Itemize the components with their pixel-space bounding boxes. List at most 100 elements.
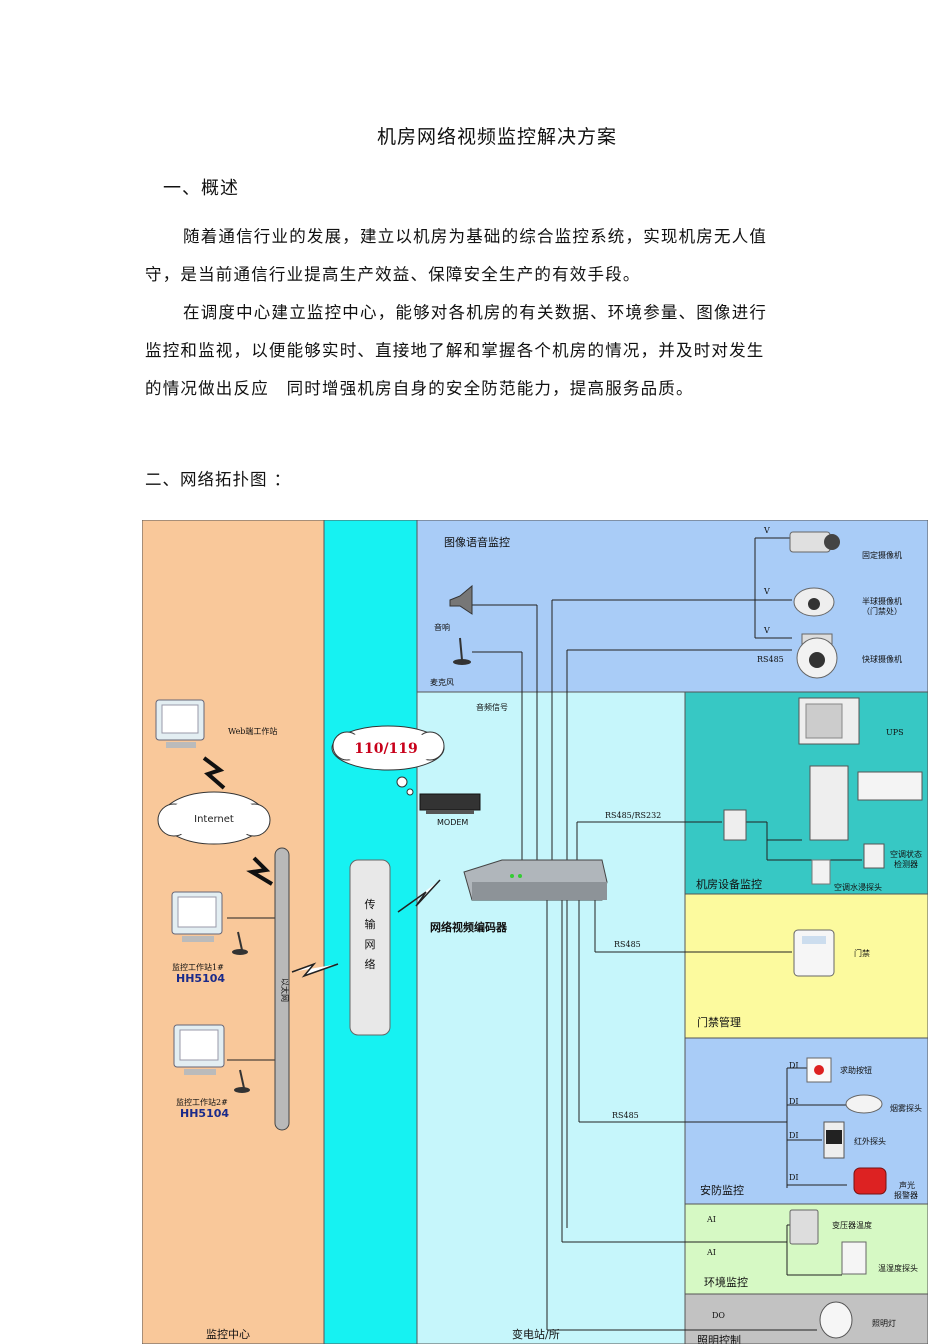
lightning-icon [397, 879, 441, 913]
paragraph-2: 在调度中心建立监控中心，能够对各机房的有关数据、环境参量、图像进行 监控和监视，… [145, 294, 815, 408]
ac-detector-label-2: 检测器 [894, 859, 918, 869]
di-label-4: DI [789, 1173, 799, 1182]
zone-monitor-center-label: 监控中心 [206, 1327, 250, 1341]
monitor-station-2-label: 监控工作站2# [176, 1097, 228, 1107]
encoder-label: 网络视频编码器 [430, 920, 508, 934]
lamp-label: 照明灯 [872, 1318, 896, 1328]
speed-dome-label: 快球摄像机 [862, 654, 902, 664]
dome-camera-sub: （门禁处） [862, 606, 902, 616]
help-button-label: 求助按钮 [840, 1065, 872, 1075]
water-leak-sensor-icon [811, 859, 831, 885]
zone-lighting-label: 照明控制 [697, 1333, 741, 1344]
infrared-label: 红外探头 [854, 1136, 886, 1146]
fixed-camera-label: 固定摄像机 [862, 550, 902, 560]
transport-network [349, 859, 391, 1036]
zone-room-equipment-label: 机房设备监控 [696, 877, 762, 891]
para1-line2: 守，是当前通信行业提高生产效益、保障安全生产的有效手段。 [145, 265, 641, 284]
sound-light-alarm-icon [853, 1167, 887, 1195]
temp-humidity-sensor-icon [841, 1241, 867, 1275]
microphone-icon [453, 637, 471, 665]
modem-label: MODEM [437, 818, 468, 827]
smoke-label: 烟雾探头 [890, 1103, 922, 1113]
web-workstation-icon [155, 699, 205, 748]
ac-leak-label: 空调水浸探头 [834, 882, 882, 892]
speaker-icon [449, 584, 473, 615]
door-label: 门禁 [854, 948, 870, 958]
zone-lighting [685, 1294, 928, 1344]
para2-line1: 在调度中心建立监控中心，能够对各机房的有关数据、环境参量、图像进行 [183, 303, 768, 322]
speed-dome-camera-icon [796, 633, 838, 679]
para2-line3: 的情况做出反应 同时增强机房自身的安全防范能力，提高服务品质。 [145, 379, 694, 398]
transport-char-3: 网 [365, 938, 376, 951]
ac-detector-label: 空调状态 [890, 849, 922, 859]
microphone-label: 麦克风 [430, 677, 454, 687]
page-title: 机房网络视频监控解决方案 [376, 126, 617, 148]
zone-monitor-center [142, 520, 324, 1344]
door-access-keypad-icon [793, 929, 835, 977]
zone-image-audio [417, 520, 928, 692]
zone-substation-label: 变电站/所 [512, 1327, 560, 1341]
ethernet-label: 以太网 [280, 978, 290, 1002]
web-workstation-label: Web端工作站 [228, 726, 277, 736]
v-label-3: V [763, 626, 770, 635]
transport-char-2: 输 [365, 917, 376, 931]
alarm-label: 声光 [899, 1180, 915, 1190]
monitor-station-2-icon [173, 1024, 225, 1075]
section-heading-overview: 一、概述 [163, 178, 239, 199]
section-heading-topology: 二、网络拓扑图 ： [145, 470, 292, 489]
modem-icon [419, 793, 481, 814]
smoke-detector-icon [845, 1094, 883, 1114]
dome-camera-label: 半球摄像机 [862, 596, 902, 606]
lightning-icon [202, 756, 226, 790]
paragraph-1: 随着通信行业的发展，建立以机房为基础的综合监控系统，实现机房无人值 守，是当前通… [145, 218, 815, 294]
infrared-sensor-icon [823, 1121, 845, 1159]
ethernet-backbone [274, 847, 290, 1131]
alarm-label-2: 报警器 [894, 1190, 918, 1200]
monitor-station-1-icon [171, 891, 223, 942]
zone-access-label: 门禁管理 [697, 1015, 741, 1029]
microphone-icon [234, 1069, 250, 1093]
ai-label-2: AI [706, 1248, 716, 1257]
air-conditioner-icon [809, 765, 923, 841]
monitor-station-1-label: 监控工作站1# [172, 962, 224, 972]
zone-security-label: 安防监控 [700, 1183, 744, 1197]
transformer-temp-sensor-icon [789, 1209, 819, 1245]
di-label-2: DI [789, 1097, 799, 1106]
microphone-icon [232, 931, 248, 955]
transport-char-4: 络 [365, 957, 376, 971]
lightning-icon [246, 856, 274, 886]
emergency-label: 110/119 [354, 741, 418, 757]
lamp-icon [819, 1301, 853, 1339]
speaker-label: 音响 [434, 622, 450, 632]
v-label-2: V [763, 587, 770, 596]
dome-camera-icon [793, 587, 835, 617]
rs485-label-camera: RS485 [757, 655, 784, 664]
zone-image-audio-label: 图像语音监控 [444, 535, 510, 549]
ai-label-1: AI [706, 1215, 716, 1224]
internet-cloud [157, 791, 271, 845]
transformer-temp-label: 变压器温度 [832, 1220, 872, 1230]
ac-detector-icon [723, 809, 747, 841]
ac-status-detector-icon [863, 843, 885, 869]
zone-environment-label: 环境监控 [704, 1275, 748, 1289]
ups-icon [798, 697, 860, 745]
para1-line1: 随着通信行业的发展，建立以机房为基础的综合监控系统，实现机房无人值 [183, 227, 768, 246]
zone-substation [417, 692, 685, 1344]
emergency-cloud [331, 725, 445, 796]
video-encoder-icon [463, 859, 608, 901]
rs485-label-access: RS485 [614, 940, 641, 949]
rs485-label-security: RS485 [612, 1111, 639, 1120]
v-label-1: V [763, 526, 770, 535]
monitor-station-2-model: HH5104 [180, 1107, 229, 1120]
di-label-3: DI [789, 1131, 799, 1140]
di-label-1: DI [789, 1061, 799, 1070]
audio-signal-label: 音频信号 [476, 702, 508, 712]
help-button-icon [806, 1057, 832, 1083]
do-label: DO [712, 1311, 725, 1320]
internet-label: Internet [194, 814, 234, 825]
transport-char-1: 传 [365, 898, 376, 911]
transport-network-label: 传输网络 [365, 898, 376, 971]
fixed-camera-icon [789, 531, 840, 553]
network-topology-diagram: 以太网 传输网络 110/119 Internet Web端工作站 [142, 520, 928, 1344]
para2-line2: 监控和监视，以便能够实时、直接地了解和掌握各个机房的情况，并及时对发生 [145, 341, 765, 360]
